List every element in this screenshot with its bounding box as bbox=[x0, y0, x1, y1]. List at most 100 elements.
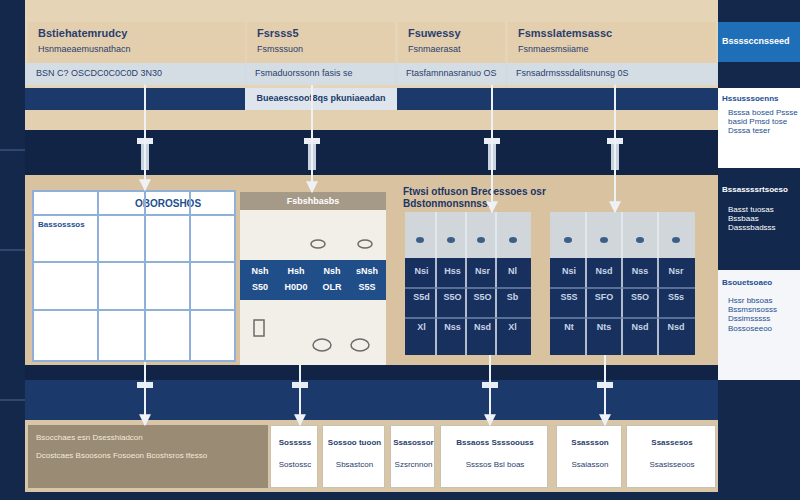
box-icon bbox=[254, 320, 264, 336]
node-text: Dcostcaes Bsoosons Fosoeon Bcoshsros tfe… bbox=[36, 451, 260, 460]
grid-line bbox=[32, 261, 236, 263]
process-box: HssusssoennsBsssa bosed Pssse basid Pmsd… bbox=[718, 88, 800, 168]
tick-mark bbox=[0, 250, 25, 251]
grid-line bbox=[144, 190, 146, 362]
node-text: S5O bbox=[438, 292, 467, 302]
node-text: Nsi bbox=[552, 266, 586, 276]
pillar-shaft bbox=[308, 144, 316, 170]
process-box: SsasossorSzsrcnnon bbox=[390, 425, 435, 488]
node-text: Xl bbox=[407, 322, 436, 332]
node-text: Sostossc bbox=[273, 460, 317, 469]
node-text: Fsnsadrmsssdalitsnunsg 0S bbox=[516, 68, 712, 78]
node-text: Fsuwessy bbox=[408, 27, 501, 40]
navy-band bbox=[25, 130, 718, 175]
cell-icon bbox=[477, 237, 485, 243]
node-text: Bssassssrtsoeso bbox=[722, 185, 798, 194]
cell-icon bbox=[672, 237, 680, 243]
node-text: Fsmsslatemsassc bbox=[518, 27, 712, 40]
node-text: OBOROSHOS bbox=[100, 198, 236, 210]
node-text: BSN C? OSCDC0C0C0D 3N30 bbox=[36, 68, 241, 78]
node-text: Ftasfamnnasranuo OS bbox=[406, 68, 501, 78]
node-text: sNsh bbox=[350, 266, 384, 276]
process-box: FsuwessyFsnmaerasatFtasfamnnasranuo OS bbox=[398, 22, 505, 85]
grid-line bbox=[495, 212, 497, 355]
node-text: Xl bbox=[498, 322, 527, 332]
node-text: Fsbshbasbs bbox=[240, 196, 386, 206]
node-text: Szsrcnnon bbox=[392, 460, 435, 469]
grid-line bbox=[405, 317, 531, 319]
node-text: Ssassesos bbox=[629, 438, 715, 447]
node-text: S5S bbox=[350, 282, 384, 292]
node-text: Nss bbox=[623, 266, 657, 276]
box-icon bbox=[351, 339, 369, 351]
node-text: Hsnmaeaemusnathacn bbox=[38, 44, 241, 54]
connector-arrow bbox=[614, 85, 616, 212]
node-text: Ssssos Bsl boas bbox=[444, 460, 546, 469]
navy-band bbox=[25, 365, 718, 420]
node-text: Nts bbox=[587, 322, 621, 332]
table-box: NsiHssNsrNlS5dS5OS5OSbXlNssNsdXl bbox=[405, 212, 531, 355]
grid-line bbox=[189, 190, 191, 362]
pillar-shaft bbox=[488, 144, 496, 170]
node-text: Sbsastcon bbox=[325, 460, 384, 469]
dark-band bbox=[25, 88, 718, 110]
node-text: S5S bbox=[552, 292, 586, 302]
node-text: H0D0 bbox=[280, 282, 312, 292]
grid-line bbox=[657, 212, 659, 355]
cell-icon bbox=[600, 237, 608, 243]
box-icons bbox=[254, 240, 372, 351]
node-text: Sb bbox=[498, 292, 527, 302]
pillar-shaft bbox=[141, 144, 149, 170]
plug-cap bbox=[137, 382, 153, 388]
node-text: Bstiehatemrudcy bbox=[38, 27, 241, 40]
cell-icon bbox=[564, 237, 572, 243]
pillar-cap bbox=[304, 138, 320, 144]
connector-arrow bbox=[491, 85, 493, 212]
node-text: S5O bbox=[468, 292, 497, 302]
table-box: NsiNsdNssNsrS5SSFOS5OS5sNtNtsNsdNsd bbox=[550, 212, 695, 355]
connector-arrow bbox=[144, 85, 146, 190]
grid-lines bbox=[32, 190, 236, 362]
node-text: Sossoo tuoon bbox=[325, 438, 384, 447]
process-box: Bssaoss SsssooussSsssos Bsl boas bbox=[440, 425, 548, 488]
tick-mark bbox=[0, 150, 25, 151]
process-box: Sossoo tuoonSbsastcon bbox=[322, 425, 385, 488]
node-text: Fsnmaerasat bbox=[408, 44, 501, 54]
node-text: Nsi bbox=[407, 266, 436, 276]
node-text: Bsocchaes esn Dsesshiadcon bbox=[36, 433, 260, 442]
box-icon bbox=[358, 240, 372, 248]
node-text: Bssaoss Ssssoouss bbox=[444, 438, 546, 447]
cell-icon bbox=[416, 237, 424, 243]
process-box: BsouetsoaeoHssr bbsoas Bssmsnsosss Dssim… bbox=[718, 270, 800, 380]
node-text: Nsd bbox=[587, 266, 621, 276]
node-text: Hssr bbsoas Bssmsnsosss Dssimsssss Bosso… bbox=[728, 296, 798, 333]
grid-line bbox=[97, 190, 99, 362]
node-text: Bsssa bosed Pssse basid Pmsd tose Dsssa … bbox=[728, 108, 798, 136]
plug-cap bbox=[597, 382, 613, 388]
node-text: S5O bbox=[623, 292, 657, 302]
node-text: Ssassson bbox=[559, 438, 621, 447]
connector-arrow bbox=[299, 365, 301, 425]
grid-line bbox=[32, 309, 236, 311]
node-text: Fsmsssuon bbox=[257, 44, 391, 54]
cell-icons bbox=[416, 237, 680, 243]
process-box: BstiehatemrudcyHsnmaeaemusnathacnBSN C? … bbox=[28, 22, 245, 85]
node-text: S50 bbox=[244, 282, 276, 292]
band-label-plate bbox=[245, 88, 397, 110]
plug-cap bbox=[292, 382, 308, 388]
pillar-cap bbox=[484, 138, 500, 144]
grid-line bbox=[32, 214, 236, 216]
node-text: Sosssss bbox=[273, 438, 317, 447]
node-text: Ssasisseoos bbox=[629, 460, 715, 469]
pillar-cap bbox=[607, 138, 623, 144]
process-box: Bsocchaes esn DsesshiadconDcostcaes Bsoo… bbox=[28, 425, 268, 488]
node-text: Fsnmaesmsiiame bbox=[518, 44, 712, 54]
beige-band bbox=[25, 110, 718, 130]
tick-mark bbox=[0, 400, 25, 401]
cell-icon bbox=[509, 237, 517, 243]
process-box: BssassssrtsoesoBasst tuosas Bssbaas Dass… bbox=[718, 175, 800, 267]
process-box: SsassesosSsasisseoos bbox=[626, 425, 716, 488]
grid-line bbox=[550, 317, 695, 319]
